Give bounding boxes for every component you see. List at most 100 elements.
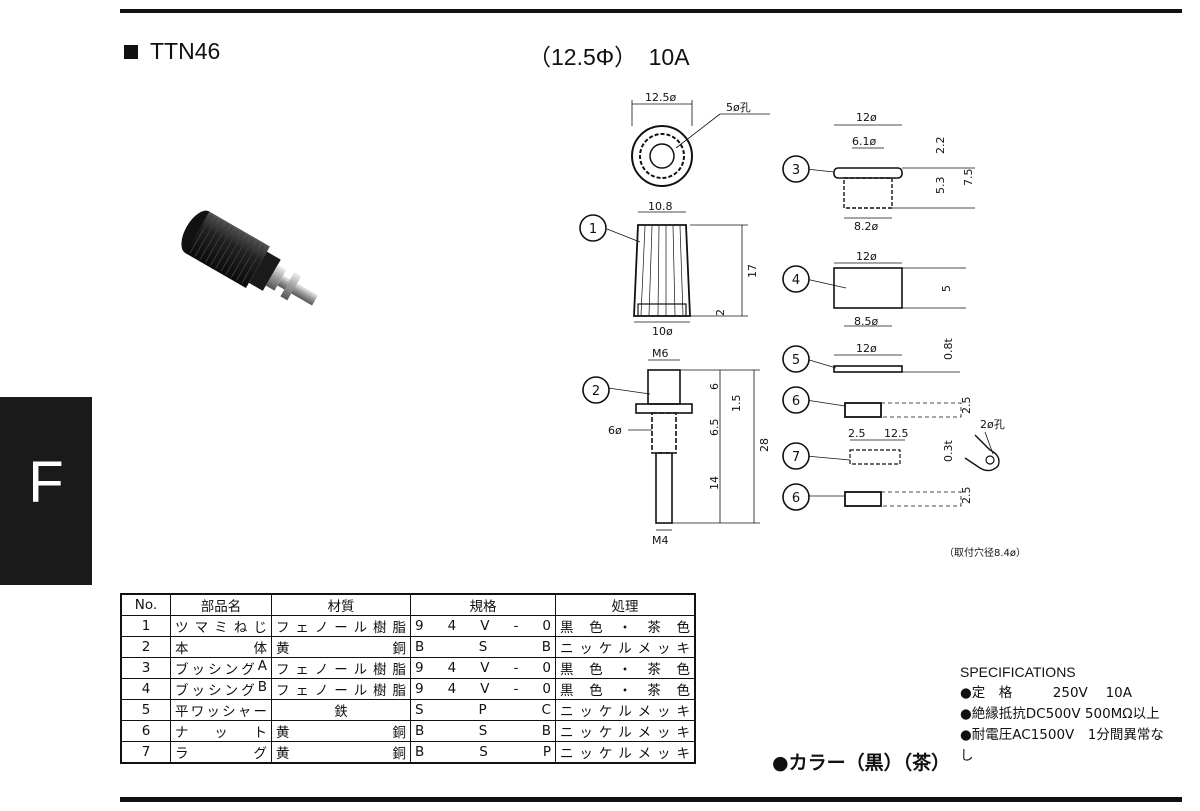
cell-char: ー [334,620,348,636]
dim-part3-bottom: 8.2ø [854,220,878,233]
cell-char: メ [637,641,652,657]
part7-lug [805,431,1000,472]
cell-char: ッ [657,704,671,720]
cell-char: A [257,658,267,674]
cell-char: ャ [237,704,252,720]
cell-char: ケ [598,746,613,762]
cell-char: ナ [175,725,189,741]
cell-char: ニ [560,704,574,720]
dim-knob-dia: 12.5ø [645,91,676,104]
cell-char: ケ [598,641,613,657]
dim-part3-d2: 5.3 [934,177,947,195]
cell-char: 樹 [373,662,387,678]
dim-part7-hole: 2ø孔 [980,418,1005,431]
cell-char: ケ [598,704,613,720]
cell-char: ニ [560,746,574,762]
cell-char: マ [194,620,209,636]
cell-material: 黄銅 [271,636,411,658]
cell-no: 2 [120,636,171,658]
part2-callout: 2 [592,384,600,399]
cell-char: ッ [191,662,206,678]
product-photo [181,210,319,306]
cell-char: 体 [253,641,268,657]
cell-char: ッ [579,704,593,720]
part3-bushing-a [805,124,975,219]
cell-char: 樹 [373,620,387,636]
cell-material: フェノール樹脂 [271,678,411,700]
top-rule [120,9,1182,13]
cell-treatment: ニッケルメッキ [555,699,696,721]
spec-line: ●絶縁抵抗DC500V 500MΩ以上 [960,706,1160,722]
model-spec: （12.5Φ） 10A [528,44,690,70]
dim-part2-6: 6 [708,383,721,390]
cell-char: - [513,681,519,697]
cell-char: フ [276,620,290,636]
technical-drawing: 1 2 3 4 5 6 7 6 12.5ø 5ø孔 10.8 17 2 10ø … [579,91,1026,559]
cell-char: 4 [447,660,457,676]
cell-char: 黒 [560,662,574,678]
cell-treatment: ニッケルメッキ [555,636,696,658]
cell-char: シ [222,704,236,720]
dim-part2-flange: 6ø [608,424,622,437]
color-note: ●カラー（黒）（茶） [772,752,951,774]
cell-char: 9 [415,618,424,634]
cell-char: ノ [314,683,329,699]
cell-char: ブ [175,662,189,678]
dim-part2-6-5: 6.5 [708,419,721,437]
table-header-row: No. 部品名 材質 規格 処理 [120,593,696,616]
cell-char: 平 [175,704,189,720]
cell-char: S [478,723,488,739]
dim-part3-top: 12ø [856,111,877,124]
cell-char: グ [241,683,255,699]
dim-part2-m6: M6 [652,347,669,360]
spec-line: ●耐電圧AC1500V 1分間異常な [960,727,1164,743]
cell-char: ケ [598,725,613,741]
cell-char: ッ [579,746,593,762]
dim-part4-top: 12ø [856,250,877,263]
cell-char: ブ [175,683,189,699]
cell-char: ッ [657,641,671,657]
cell-treatment: 黒色・茶色 [555,615,696,637]
part5-washer [805,354,960,373]
cell-no: 5 [120,699,171,721]
cell-material: 鉄 [271,699,411,721]
header-standard: 規格 [410,593,556,616]
cell-char: V [480,681,490,697]
cell-char: 4 [447,618,457,634]
cell-part-name: ラグ [170,741,272,764]
cell-char: ・ [618,662,632,678]
cell-treatment: ニッケルメッキ [555,741,696,764]
cell-char: じ [253,620,268,636]
dim-part6b-height: 2.5 [960,487,973,505]
cell-char: ッ [579,641,593,657]
cell-char: 銅 [392,641,407,657]
dim-part2-m4: M4 [652,534,669,547]
dim-part2-28: 28 [758,438,771,452]
cell-char: 脂 [392,662,406,678]
part5-callout: 5 [792,353,800,368]
cell-material: 黄銅 [271,741,411,764]
cell-char: キ [676,641,690,657]
header-material: 材質 [271,593,411,616]
part6-nut-a [805,399,962,418]
cell-char: キ [676,725,690,741]
cell-treatment: 黒色・茶色 [555,678,696,700]
knob-top-view [631,100,770,187]
cell-char: ノ [314,662,329,678]
cell-part-name: ツマミねじ [170,615,272,637]
spec-line: し [960,748,974,764]
part6-nut-b [806,491,962,507]
dim-part6a-height: 2.5 [960,397,973,415]
header-part-name: 部品名 [170,593,272,616]
cell-char: ッ [579,725,593,741]
